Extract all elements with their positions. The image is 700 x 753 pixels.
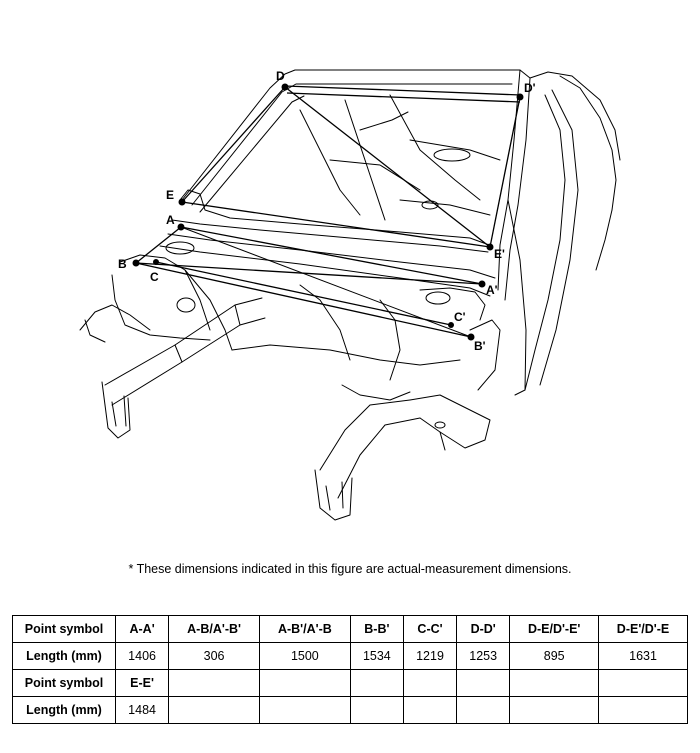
table-cell xyxy=(509,696,600,724)
table-cell: 306 xyxy=(168,642,260,670)
table-cell xyxy=(402,669,458,697)
table-cell xyxy=(456,696,511,724)
table-cell: 895 xyxy=(509,642,600,670)
table-cell: C-C' xyxy=(402,615,458,643)
row-header: Point symbol xyxy=(12,615,116,643)
label-a: A xyxy=(166,213,175,227)
dimension-table: Point symbol A-A' A-B/A'-B' A-B'/A'-B B-… xyxy=(12,615,688,724)
row-header: Length (mm) xyxy=(12,696,116,724)
table-cell: D-E'/D'-E xyxy=(598,615,688,643)
measurement-note: * These dimensions indicated in this fig… xyxy=(128,562,572,576)
table-cell: A-A' xyxy=(114,615,170,643)
table-cell xyxy=(349,696,404,724)
point-b xyxy=(132,259,140,267)
measurement-lines xyxy=(135,85,522,338)
table-cell: A-B/A'-B' xyxy=(168,615,260,643)
label-e: E xyxy=(166,188,174,202)
point-d xyxy=(281,83,289,91)
table-cell xyxy=(402,696,458,724)
table-row: Length (mm) 1484 xyxy=(12,696,688,724)
point-labels: D D' E E' A A' B B' C C' xyxy=(118,69,536,353)
label-b-prime: B' xyxy=(474,339,486,353)
table-cell: E-E' xyxy=(114,669,170,697)
point-d-prime xyxy=(516,93,524,101)
table-row: Length (mm) 1406 306 1500 1534 1219 1253… xyxy=(12,642,688,670)
table-cell xyxy=(598,669,688,697)
table-cell: 1219 xyxy=(402,642,458,670)
table-cell: 1631 xyxy=(598,642,688,670)
table-cell: B-B' xyxy=(349,615,404,643)
point-c-prime xyxy=(448,322,454,328)
table-row: Point symbol E-E' xyxy=(12,669,688,697)
table-cell xyxy=(349,669,404,697)
table-cell xyxy=(456,669,511,697)
label-c: C xyxy=(150,270,159,284)
table-cell: 1534 xyxy=(349,642,404,670)
measurement-points xyxy=(132,83,524,341)
table-cell: 1406 xyxy=(114,642,170,670)
row-header: Point symbol xyxy=(12,669,116,697)
table-cell: 1484 xyxy=(114,696,170,724)
point-a xyxy=(177,223,185,231)
table-cell xyxy=(258,696,351,724)
point-e-prime xyxy=(486,243,494,251)
table-cell xyxy=(168,669,260,697)
point-a-prime xyxy=(478,280,486,288)
table-cell xyxy=(168,696,260,724)
body-dimension-diagram: D D' E E' A A' B B' C C' xyxy=(79,69,621,521)
label-a-prime: A' xyxy=(486,283,498,297)
table-cell: 1500 xyxy=(258,642,351,670)
table-row: Point symbol A-A' A-B/A'-B' A-B'/A'-B B-… xyxy=(12,615,688,643)
point-b-prime xyxy=(467,333,475,341)
label-e-prime: E' xyxy=(494,247,505,261)
label-d: D xyxy=(276,69,285,83)
table-cell xyxy=(598,696,688,724)
table-cell xyxy=(509,669,600,697)
table-cell: D-E/D'-E' xyxy=(509,615,600,643)
point-c xyxy=(153,259,159,265)
table-cell: 1253 xyxy=(456,642,511,670)
label-d-prime: D' xyxy=(524,81,536,95)
point-e xyxy=(178,198,186,206)
table-cell xyxy=(258,669,351,697)
label-c-prime: C' xyxy=(454,310,466,324)
table-cell: D-D' xyxy=(456,615,511,643)
row-header: Length (mm) xyxy=(12,642,116,670)
label-b: B xyxy=(118,257,127,271)
table-cell: A-B'/A'-B xyxy=(258,615,351,643)
